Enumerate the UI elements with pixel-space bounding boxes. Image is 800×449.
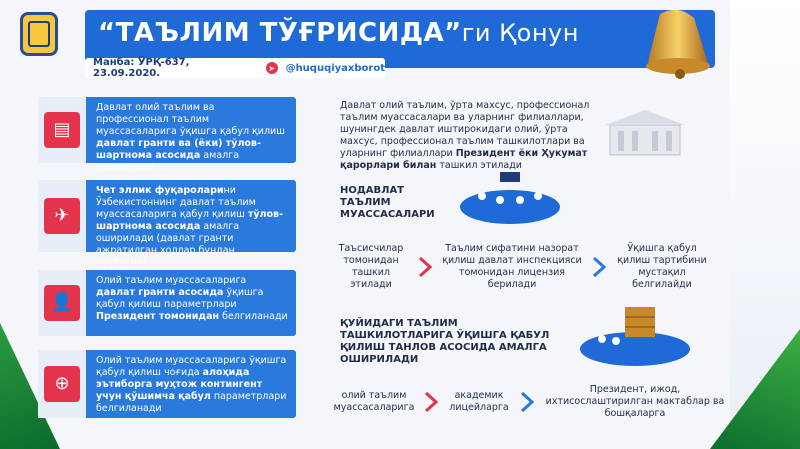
nodavlat-title: НОДАВЛАТ ТАЪЛИМ МУАССАСАЛАРИ: [340, 185, 435, 220]
bell-icon: [646, 9, 710, 79]
intro-text: Давлат олий таълим, ўрта махсус, професс…: [340, 100, 590, 171]
flow2-step-3: Президент, ижод, ихтисослаштирилган макт…: [545, 384, 725, 419]
add-user-icon: ⊕: [44, 366, 80, 402]
flow2-step-2: академик лицейларга: [449, 390, 509, 413]
flow1-step-2: Таълим сифатини назорат қилиш давлат инс…: [442, 243, 582, 290]
selection-flow: олий таълим муассасаларига академик лице…: [330, 384, 730, 420]
left-card-contingent: ⊕ Олий таълим муассасаларига ўқишга қабу…: [38, 350, 296, 418]
document-icon: ▤: [44, 112, 80, 148]
emblem-logo: [20, 12, 58, 56]
telegram-icon: ➤: [265, 62, 278, 74]
chevron-right-icon: [418, 256, 432, 278]
channel-handle[interactable]: @huquqiyaxborot: [285, 62, 385, 74]
airplane-icon: ✈: [44, 198, 80, 234]
left-card-foreign: ✈ Чет эллик фуқароларини Ўзбекистоннинг …: [38, 180, 296, 268]
library-icon: [598, 307, 655, 345]
user-icon: 👤: [44, 285, 80, 321]
left-card-president: 👤 Олий таълим муассасаларига давлат гран…: [38, 270, 296, 336]
university-building-icon: [605, 110, 685, 156]
flow1-step-1: Таъсисчилар томонидан ташкил этилади: [338, 243, 404, 290]
flow2-step-1: олий таълим муассасаларига: [333, 390, 415, 413]
selection-title: ҚУЙИДАГИ ТАЪЛИМ ТАШКИЛОТЛАРИГА ЎҚИШГА ҚА…: [340, 318, 550, 365]
flow1-step-3: Ўқишга қабул қилиш тартибини мустақил бе…: [617, 243, 707, 290]
source-text: Манба: ЎРҚ-637, 23.09.2020.: [93, 57, 190, 79]
students-icon: [478, 172, 542, 204]
page-title: “ТАЪЛИМ ТЎҒРИСИДА”ги Қонун: [98, 18, 579, 48]
left-card-grant: ▤ Давлат олий таълим ва профессионал таъ…: [38, 97, 296, 173]
nodavlat-flow: Таъсисчилар томонидан ташкил этилади Таъ…: [330, 243, 712, 291]
chevron-right-icon: [520, 391, 534, 413]
source-bar: Манба: ЎРҚ-637, 23.09.2020. ➤ @huquqiyax…: [85, 57, 385, 79]
chevron-right-icon: [424, 391, 438, 413]
chevron-right-icon: [592, 256, 606, 278]
classroom-illustration: [460, 190, 560, 224]
